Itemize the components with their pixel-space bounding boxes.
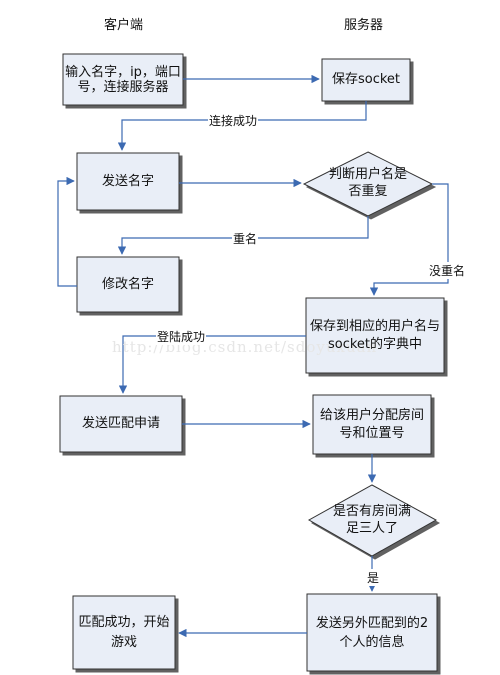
node-room-full-text: 是否有房间满足三人了 <box>333 504 412 536</box>
box-modify-name <box>76 256 180 313</box>
box-save-map <box>305 297 445 374</box>
node-send-name-text: 发送名字 <box>101 173 154 189</box>
edge-modify-back <box>57 176 77 287</box>
label-no-dup: 没重名 <box>428 262 467 279</box>
node-input-text: 输入名字，ip，端口号，连接服务器 <box>65 64 181 95</box>
node-modify-name-text: 修改名字 <box>101 276 154 292</box>
box-send-info <box>306 593 438 672</box>
node-send-info-text: 发送另外匹配到的2个人的信息 <box>315 615 429 650</box>
label-yes: 是 <box>366 569 381 586</box>
node-save-map-text: 保存到相应的用户名与socket的字典中 <box>310 318 441 352</box>
edge-no-dup <box>369 183 449 296</box>
lane-title-server: 服务器 <box>344 18 384 33</box>
lane-title-client: 客户端 <box>104 18 144 33</box>
label-dup-name: 重名 <box>232 230 259 247</box>
label-login-ok: 登陆成功 <box>156 328 207 345</box>
node-assign-room-text: 给该用户分配房间号和位置号 <box>319 407 424 441</box>
box-input <box>62 53 184 106</box>
box-send-match <box>59 395 183 453</box>
box-send-name <box>76 152 180 211</box>
node-send-match-text: 发送匹配申请 <box>81 416 160 431</box>
node-match-success-text: 匹配成功，开始游戏 <box>78 614 170 650</box>
box-match-success <box>72 595 176 670</box>
edge-login-ok <box>118 335 306 394</box>
box-save-socket <box>321 58 411 102</box>
label-connect-ok: 连接成功 <box>208 112 259 129</box>
node-check-name-text: 判断用户名是否重复 <box>328 167 407 199</box>
box-assign-room <box>312 394 432 455</box>
node-save-socket-text: 保存socket <box>331 72 401 87</box>
